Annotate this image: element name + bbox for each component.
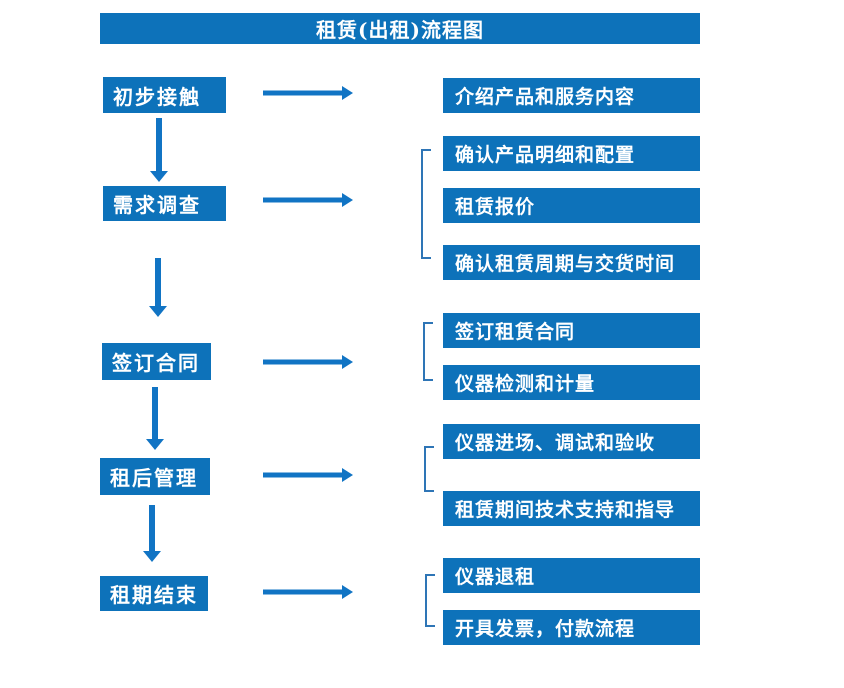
arrow-right-icon xyxy=(263,585,353,599)
group-bracket xyxy=(421,149,431,259)
detail-label: 租赁期间技术支持和指导 xyxy=(455,499,676,521)
page-title: 租赁(出租)流程图 xyxy=(316,18,484,42)
stage-box-post-rental-management: 租后管理 xyxy=(100,458,210,495)
group-bracket xyxy=(424,446,434,492)
detail-label: 签订租赁合同 xyxy=(455,321,576,343)
stage-box-sign-contract: 签订合同 xyxy=(102,343,211,380)
arrow-down-icon xyxy=(146,387,164,450)
detail-box-rental-quote: 租赁报价 xyxy=(443,188,700,223)
group-bracket xyxy=(423,322,433,381)
stage-label: 需求调查 xyxy=(113,193,201,217)
arrow-right-icon xyxy=(263,86,353,100)
arrow-right-icon xyxy=(263,468,353,482)
arrow-right-icon xyxy=(263,193,353,207)
detail-box-confirm-rental-period: 确认租赁周期与交货时间 xyxy=(443,245,700,280)
detail-label: 开具发票，付款流程 xyxy=(455,618,636,640)
arrow-right-icon xyxy=(263,355,353,369)
stage-box-demand-survey: 需求调查 xyxy=(103,186,226,221)
stage-label: 租后管理 xyxy=(110,466,198,490)
detail-box-introduce-products: 介绍产品和服务内容 xyxy=(443,78,700,113)
stage-label: 初步接触 xyxy=(113,84,201,109)
stage-label: 租期结束 xyxy=(110,583,198,607)
detail-label: 仪器检测和计量 xyxy=(455,373,596,395)
detail-label: 仪器进场、调试和验收 xyxy=(455,432,656,454)
arrow-down-icon xyxy=(150,118,168,182)
arrow-down-icon xyxy=(149,258,167,317)
detail-label: 租赁报价 xyxy=(455,196,536,218)
detail-label: 确认租赁周期与交货时间 xyxy=(455,253,676,275)
detail-box-invoice-payment: 开具发票，付款流程 xyxy=(443,610,700,645)
detail-box-confirm-product-details: 确认产品明细和配置 xyxy=(443,136,700,171)
detail-label: 仪器退租 xyxy=(455,566,536,588)
detail-box-sign-rental-contract: 签订租赁合同 xyxy=(443,313,700,348)
stage-box-initial-contact: 初步接触 xyxy=(103,77,226,113)
detail-box-technical-support: 租赁期间技术支持和指导 xyxy=(443,491,700,526)
detail-label: 确认产品明细和配置 xyxy=(455,144,636,166)
detail-box-instrument-testing: 仪器检测和计量 xyxy=(443,365,700,400)
detail-box-instrument-return: 仪器退租 xyxy=(443,558,700,593)
detail-label: 介绍产品和服务内容 xyxy=(455,86,636,108)
arrow-down-icon xyxy=(143,505,161,562)
stage-label: 签订合同 xyxy=(112,351,200,375)
detail-box-instrument-setup-acceptance: 仪器进场、调试和验收 xyxy=(443,424,700,459)
title-bar: 租赁(出租)流程图 xyxy=(100,13,700,44)
stage-box-lease-end: 租期结束 xyxy=(100,576,208,611)
group-bracket xyxy=(425,574,435,627)
